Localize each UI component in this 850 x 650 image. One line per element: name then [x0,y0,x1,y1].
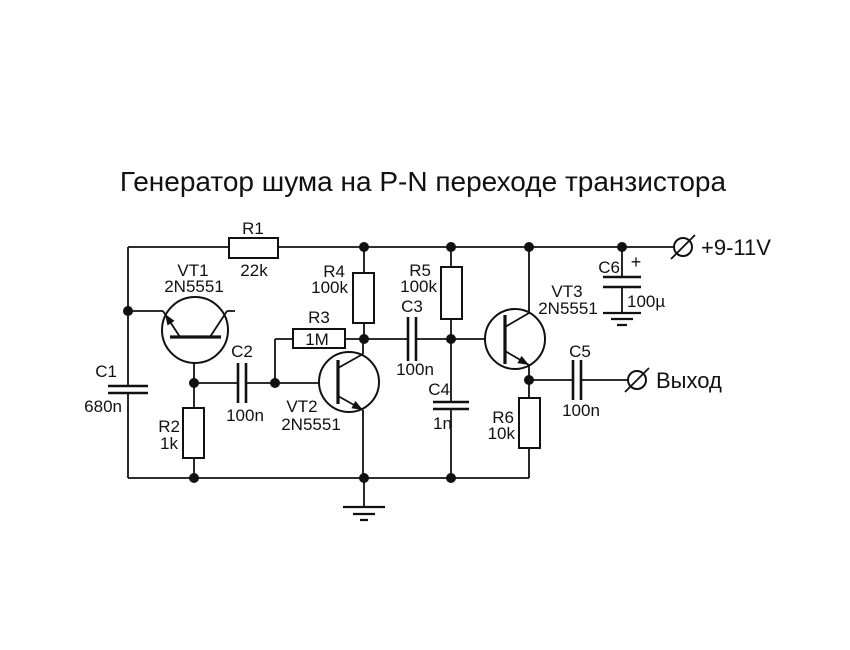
capacitor-C1-plates [108,384,148,395]
resistor-R1-body [228,237,279,259]
capacitor-C5-value-label: 100n [562,401,600,420]
junction-dot [359,334,369,344]
resistor-R3-body [292,328,346,349]
capacitor-C2: C2 100n [226,342,264,425]
resistor-R6-body [518,397,541,449]
capacitor-C5: C5 100n [562,342,600,420]
resistor-R5-value-label: 100k [400,277,437,296]
junction-dot [189,473,199,483]
junction-dot [189,378,199,388]
capacitor-C3-plates [406,317,418,361]
transistor-VT3-emitter-arrow-icon [517,355,529,365]
resistor-R6: R6 10k [488,397,541,449]
resistor-R4-body [352,272,375,324]
capacitor-C3-ref-label: C3 [401,297,423,316]
resistor-R5-ref-label: R5 [409,261,431,280]
junction-dot [359,473,369,483]
resistor-R4-value-label: 100k [311,278,348,297]
capacitor-C6-ground-icon [603,311,641,327]
resistor-R6-ref-label: R6 [492,408,514,427]
capacitor-C6-value-label: 100µ [627,292,665,311]
transistor-VT3-circle [484,308,546,370]
junction-dot [524,375,534,385]
transistor-VT2-ref-label: VT2 [286,397,317,416]
resistor-R2-ref-label: R2 [158,417,180,436]
capacitor-C1: C1 680n [84,362,148,416]
output-terminal: Выход [624,367,722,393]
power-terminal-slash [670,234,696,260]
power-terminal: +9-11V [670,234,771,260]
net-vt2-collector-wires [345,323,408,354]
transistor-VT3-part-label: 2N5551 [538,299,598,318]
schematic-title: Генератор шума на P-N переходе транзисто… [120,166,727,197]
net-ground-rail [127,392,530,507]
capacitor-C4-plates [433,400,469,411]
output-terminal-label: Выход [656,368,722,393]
resistor-R2-body [182,407,205,459]
junction-dot [617,242,627,252]
junction-dots [123,242,627,483]
net-vt3-emitter-wires [528,365,573,398]
transistor-VT1: VT1 2N5551 [161,261,235,364]
resistor-R1: R1 22k [228,219,279,280]
resistor-R2-value-label: 1k [160,434,178,453]
net-vt1-emitter-wires [127,246,229,386]
capacitor-C4-ref-label: C4 [428,380,450,399]
capacitor-C6-polarity-label: + [631,252,642,272]
resistor-R6-value-label: 10k [488,424,516,443]
resistor-R2: R2 1k [158,407,205,459]
capacitor-C5-plates [571,360,583,400]
capacitor-C3-value-label: 100n [396,360,434,379]
net-vplus-rail [278,246,674,313]
junction-dot [123,306,133,316]
transistor-VT3: VT3 2N5551 [484,282,598,370]
resistor-R1-value-label: 22k [240,261,268,280]
resistor-R1-ref-label: R1 [242,219,264,238]
resistor-R4-ref-label: R4 [323,262,345,281]
transistor-VT2-circle [318,351,380,413]
capacitor-C6-ref-label: C6 [598,258,620,277]
transistor-VT1-emitter-arrow-icon [165,314,175,326]
resistor-R3-ref-label: R3 [308,308,330,327]
transistor-VT2-emitter-arrow-icon [351,400,363,410]
capacitor-C4: C4 1n [428,380,469,433]
capacitor-C2-value-label: 100n [226,406,264,425]
capacitor-C1-value-label: 680n [84,397,122,416]
junction-dot [270,378,280,388]
resistor-R4: R4 100k [311,262,375,324]
capacitor-C5-ref-label: C5 [569,342,591,361]
transistor-VT2: VT2 2N5551 [281,351,380,434]
capacitor-C6: C6 + 100µ [598,252,665,327]
junction-dot [524,242,534,252]
junction-dot [359,242,369,252]
transistor-VT2-collector-lead [337,353,364,369]
transistor-VT1-circle [161,296,229,364]
output-terminal-slash [624,367,650,393]
capacitor-C2-plates [236,363,248,403]
capacitor-C1-ref-label: C1 [95,362,117,381]
capacitor-C6-plates [603,275,641,289]
capacitor-C3: C3 100n [396,297,434,379]
transistor-VT1-ref-label: VT1 [177,261,208,280]
capacitor-C2-ref-label: C2 [231,342,253,361]
transistor-VT3-ref-label: VT3 [551,282,582,301]
resistor-R3-value-label: 1M [305,330,329,349]
capacitor-C4-value-label: 1n [433,414,452,433]
junction-dot [446,334,456,344]
resistor-R3: R3 1M [292,308,346,349]
resistor-R5-body [440,266,463,320]
resistor-R5: R5 100k [400,261,463,320]
transistor-VT1-part-label: 2N5551 [164,277,224,296]
junction-dot [446,473,456,483]
transistor-VT2-part-label: 2N5551 [281,415,341,434]
junction-dot [446,242,456,252]
transistor-VT3-collector-lead [504,312,530,328]
power-terminal-label: +9-11V [701,235,771,260]
ground-symbol-icon [343,505,385,522]
transistor-VT1-collector-lead [209,310,235,338]
